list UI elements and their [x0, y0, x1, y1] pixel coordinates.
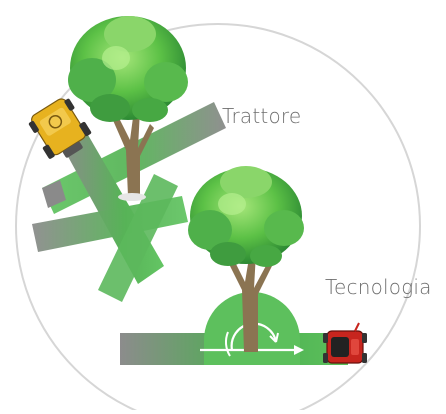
- technology-label: Tecnologia: [325, 275, 432, 299]
- tractor-label: Trattore: [222, 104, 301, 128]
